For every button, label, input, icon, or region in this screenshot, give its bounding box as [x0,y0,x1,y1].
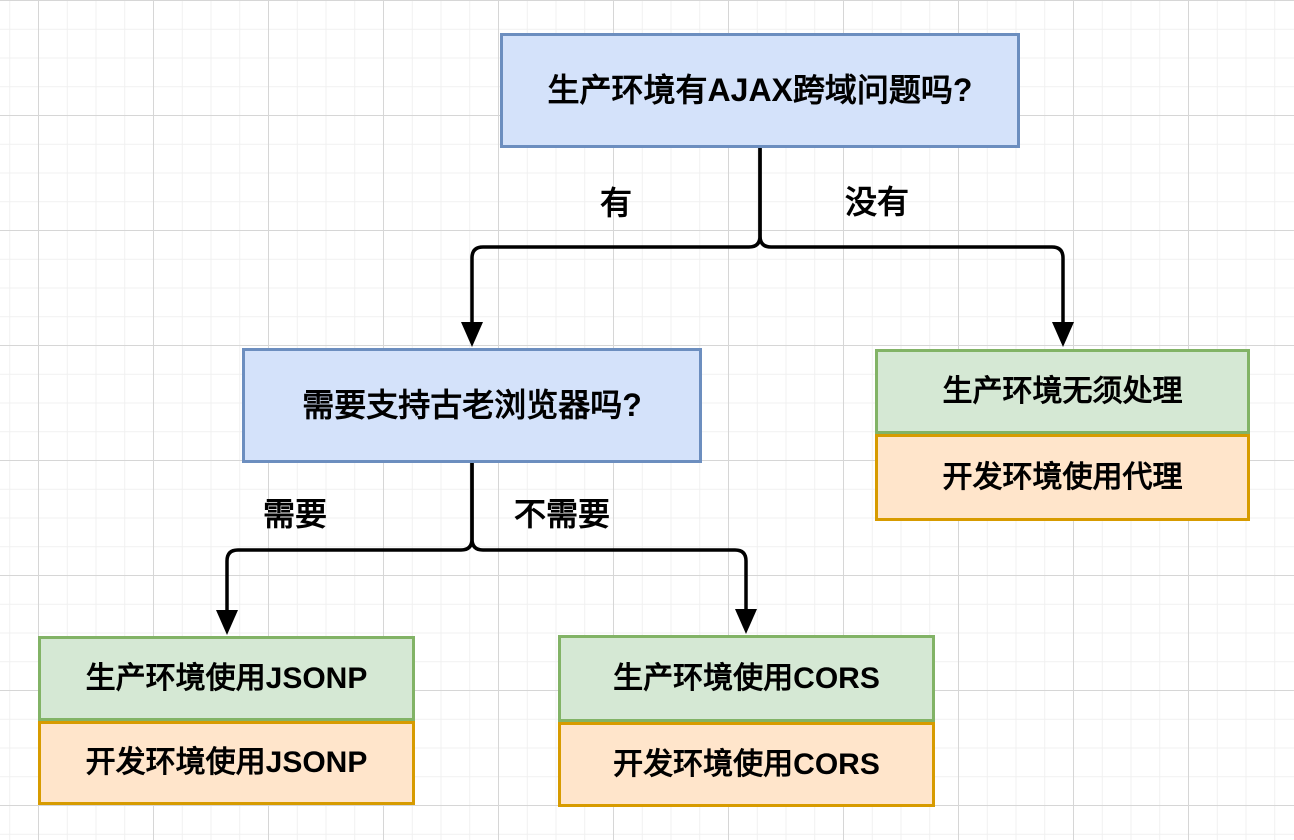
outcome-cors-production-label: 生产环境使用CORS [613,661,880,695]
arrow-no-need-support-head [735,609,757,634]
arrow-need-support-head [216,610,238,635]
arrow-no-issue-line [758,148,1065,328]
edge-label-has-issue: 有 [599,185,633,221]
decision-node-browser-label: 需要支持古老浏览器吗? [302,387,642,424]
arrow-no-issue-head [1052,322,1074,347]
decision-node-cross-origin-label: 生产环境有AJAX跨域问题吗? [547,72,973,109]
arrow-has-issue-head [461,322,483,347]
arrow-need-support-line [225,463,474,616]
arrow-has-issue-line [470,148,762,328]
outcome-no-issue-development-label: 开发环境使用代理 [942,460,1183,494]
outcome-node-cors-development: 开发环境使用CORS [558,722,935,807]
outcome-node-cors-production: 生产环境使用CORS [558,635,935,722]
outcome-cors-development-label: 开发环境使用CORS [613,747,880,781]
edge-label-no-need-support: 不需要 [513,496,611,532]
outcome-jsonp-production-label: 生产环境使用JSONP [85,661,368,695]
outcome-no-issue-production-label: 生产环境无须处理 [942,374,1183,408]
edge-label-no-issue: 没有 [844,184,910,220]
outcome-node-jsonp-production: 生产环境使用JSONP [38,636,415,721]
arrow-no-need-support-line [470,463,748,615]
outcome-node-no-issue-production: 生产环境无须处理 [875,349,1250,434]
decision-node-browser-question: 需要支持古老浏览器吗? [242,348,702,463]
decision-node-cross-origin-question: 生产环境有AJAX跨域问题吗? [500,33,1020,148]
outcome-node-no-issue-development: 开发环境使用代理 [875,434,1250,521]
edge-label-need-support: 需要 [262,496,328,532]
outcome-node-jsonp-development: 开发环境使用JSONP [38,721,415,805]
outcome-jsonp-development-label: 开发环境使用JSONP [85,746,368,779]
